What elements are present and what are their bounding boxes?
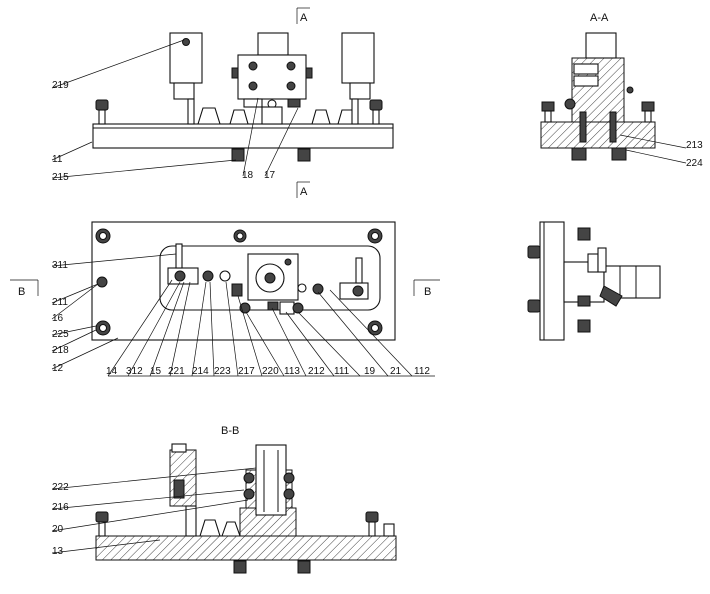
aa-base-plate <box>540 121 656 149</box>
label-216: 216 <box>52 502 69 513</box>
label-11: 11 <box>52 154 63 165</box>
label-215: 215 <box>52 172 69 183</box>
label-20: 20 <box>52 524 64 535</box>
label-224: 224 <box>686 158 703 169</box>
label-217: 217 <box>238 366 255 377</box>
top-view: B B <box>10 221 440 377</box>
label-19: 19 <box>364 366 376 377</box>
label-13: 13 <box>52 546 64 557</box>
label-21: 21 <box>390 366 402 377</box>
front-center-block <box>237 54 307 100</box>
section-aa-view: A-A <box>540 12 687 164</box>
label-16: 16 <box>52 313 64 324</box>
bb-base-plate <box>95 535 397 561</box>
section-a-marker-top: A <box>300 12 308 24</box>
label-12: 12 <box>52 363 64 374</box>
label-213: 213 <box>686 140 703 151</box>
section-bb-view: B-B <box>51 425 397 574</box>
label-222: 222 <box>52 482 69 493</box>
label-221: 221 <box>168 366 185 377</box>
label-14: 14 <box>106 366 118 377</box>
label-212: 212 <box>308 366 325 377</box>
label-113: 113 <box>284 366 300 377</box>
label-220: 220 <box>262 366 279 377</box>
label-18: 18 <box>242 170 254 181</box>
front-foot-right <box>297 148 311 162</box>
label-111: 111 <box>334 366 350 377</box>
section-aa-title: A-A <box>590 12 609 24</box>
front-right-cylinder <box>341 32 375 84</box>
label-311: 311 <box>52 260 68 271</box>
label-211: 211 <box>52 297 68 308</box>
label-219: 219 <box>52 80 69 91</box>
label-15: 15 <box>150 366 162 377</box>
label-312: 312 <box>126 366 143 377</box>
front-view: A A <box>51 7 394 198</box>
front-foot-left <box>231 148 245 162</box>
label-225: 225 <box>52 329 69 340</box>
label-223: 223 <box>214 366 231 377</box>
front-fitting <box>182 38 190 46</box>
side-view <box>527 221 661 341</box>
label-112: 112 <box>414 366 430 377</box>
label-17: 17 <box>264 170 276 181</box>
section-b-marker-right: B <box>424 286 431 298</box>
label-214: 214 <box>192 366 209 377</box>
label-218: 218 <box>52 345 69 356</box>
section-a-marker-bottom: A <box>300 186 308 198</box>
section-bb-title: B-B <box>221 425 239 437</box>
section-b-marker-left: B <box>18 286 25 298</box>
